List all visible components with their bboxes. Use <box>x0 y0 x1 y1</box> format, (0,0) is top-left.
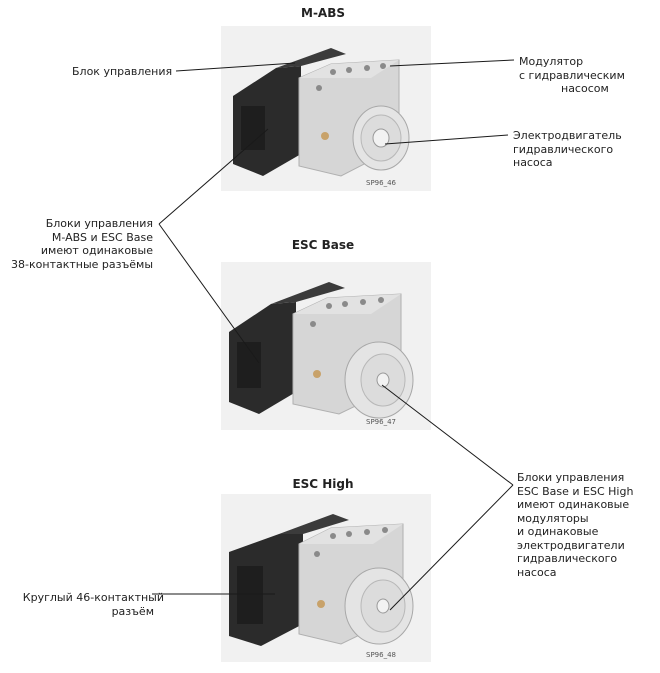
label-same-connectors-line-4: 38-контактные разъёмы <box>11 257 153 271</box>
label-pump-motor: Электродвигатель гидравлического насоса <box>513 129 622 170</box>
unit-title-esc-base: ESC Base <box>291 238 355 252</box>
label-pump-motor-line-2: гидравлического <box>513 142 614 156</box>
unit-title-esc-high: ESC High <box>292 477 354 491</box>
label-same-modulators-line-1: Блоки управления <box>517 471 625 484</box>
label-same-modulators-line-4: модуляторы <box>517 511 589 525</box>
label-same-modulators-line-2: ESC Base и ESC High <box>517 484 634 498</box>
label-same-modulators-line-7: гидравлического <box>517 552 618 565</box>
abs-unit-illustration-m-abs <box>233 48 410 177</box>
image-caption-esc-high: SP96_48 <box>366 651 396 659</box>
label-modulator-line-1: Модулятор <box>519 55 584 68</box>
image-caption-esc-base: SP96_47 <box>366 418 396 426</box>
label-same-modulators: Блоки управления ESC Base и ESC High име… <box>517 471 633 579</box>
label-modulator: Модулятор с гидравлическим насосом <box>519 55 625 96</box>
label-same-connectors-line-1: Блоки управления <box>45 217 153 230</box>
unit-title-m-abs: M-ABS <box>301 6 345 20</box>
label-pump-motor-line-1: Электродвигатель <box>513 129 622 142</box>
label-round-connector-line-2: разъём <box>111 604 154 618</box>
label-same-modulators-line-6: электродвигатели <box>517 538 625 552</box>
label-same-connectors: Блоки управления M-ABS и ESC Base имеют … <box>11 217 153 271</box>
image-caption-m-abs: SP96_46 <box>366 179 396 187</box>
label-same-connectors-line-3: имеют одинаковые <box>40 244 153 257</box>
label-modulator-line-3: насосом <box>561 82 609 95</box>
label-same-modulators-line-3: имеют одинаковые <box>517 498 630 511</box>
label-same-modulators-line-5: и одинаковые <box>517 525 599 538</box>
label-pump-motor-line-3: насоса <box>513 156 553 169</box>
label-control-unit: Блок управления <box>72 65 173 78</box>
label-modulator-line-2: с гидравлическим <box>519 68 625 82</box>
abs-unit-illustration-esc-base <box>229 282 414 419</box>
label-round-connector-line-1: Круглый 46-контактный <box>22 591 164 604</box>
label-same-modulators-line-8: насоса <box>517 565 557 579</box>
label-same-connectors-line-2: M-ABS и ESC Base <box>51 230 153 244</box>
abs-unit-illustration-esc-high <box>229 514 414 646</box>
label-round-connector: Круглый 46-контактный разъём <box>23 591 164 618</box>
